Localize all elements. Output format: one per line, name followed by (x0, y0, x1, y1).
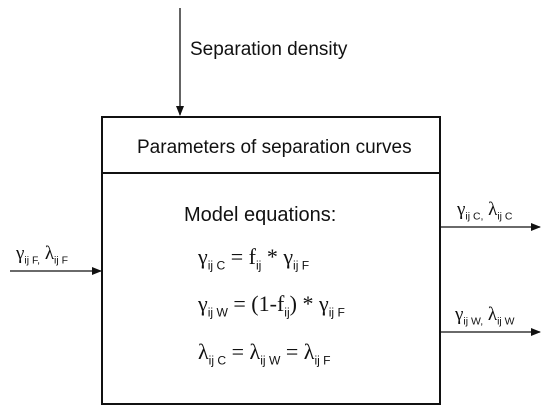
eq2-lhs: γ (198, 291, 208, 316)
eq2-op: ) * γ (289, 291, 329, 316)
eq1-lhs: γ (198, 244, 208, 269)
out-w-lambda-sub: ij W (497, 316, 515, 328)
out-c-gamma: γ (457, 199, 466, 220)
feed-lambda: λ (44, 243, 55, 264)
equation-3: λij C = λij W = λij F (198, 341, 331, 367)
feed-gamma-sub: ij F, (24, 255, 41, 267)
eq2-rhs-sub: ij F (328, 305, 345, 320)
eq3-mid: = λ (231, 339, 261, 364)
eq1-op: * γ (266, 244, 294, 269)
eq3-op: = λ (285, 339, 315, 364)
feed-lambda-sub: ij F (54, 255, 68, 267)
eq3-lhs-sub: ij C (208, 353, 227, 368)
eq1-rhs-sub: ij F (293, 258, 310, 273)
eq1-mid: = f (230, 244, 256, 269)
equation-1: γij C = fij * γij F (198, 246, 309, 272)
eq1-lhs-sub: ij C (207, 258, 226, 273)
parameters-box-label: Parameters of separation curves (137, 137, 412, 158)
out-w-gamma: γ (455, 304, 464, 325)
out-w-lambda: λ (487, 304, 498, 325)
model-equations-title: Model equations: (184, 204, 337, 226)
feed-gamma: γ (16, 243, 25, 264)
eq2-lhs-sub: ij W (207, 305, 228, 320)
eq1-mid-sub: ij (255, 258, 262, 273)
eq2-mid: = (1-f (233, 291, 285, 316)
out-w-gamma-sub: ij W, (463, 316, 484, 328)
feed-label: γij F, λij F (16, 244, 68, 267)
eq3-lhs: λ (198, 339, 209, 364)
separation-density-label: Separation density (190, 39, 348, 60)
output-w-label: γij W, λij W (455, 305, 514, 328)
process-box (101, 116, 441, 405)
equation-2: γij W = (1-fij) * γij F (198, 293, 345, 319)
eq2-mid-sub: ij (284, 305, 290, 320)
eq3-mid-sub: ij W (260, 353, 281, 368)
out-c-gamma-sub: ij C, (465, 211, 484, 223)
output-c-label: γij C, λij C (457, 200, 512, 223)
out-c-lambda-sub: ij C (497, 211, 513, 223)
eq3-rhs-sub: ij F (314, 353, 331, 368)
out-c-lambda: λ (488, 199, 498, 220)
